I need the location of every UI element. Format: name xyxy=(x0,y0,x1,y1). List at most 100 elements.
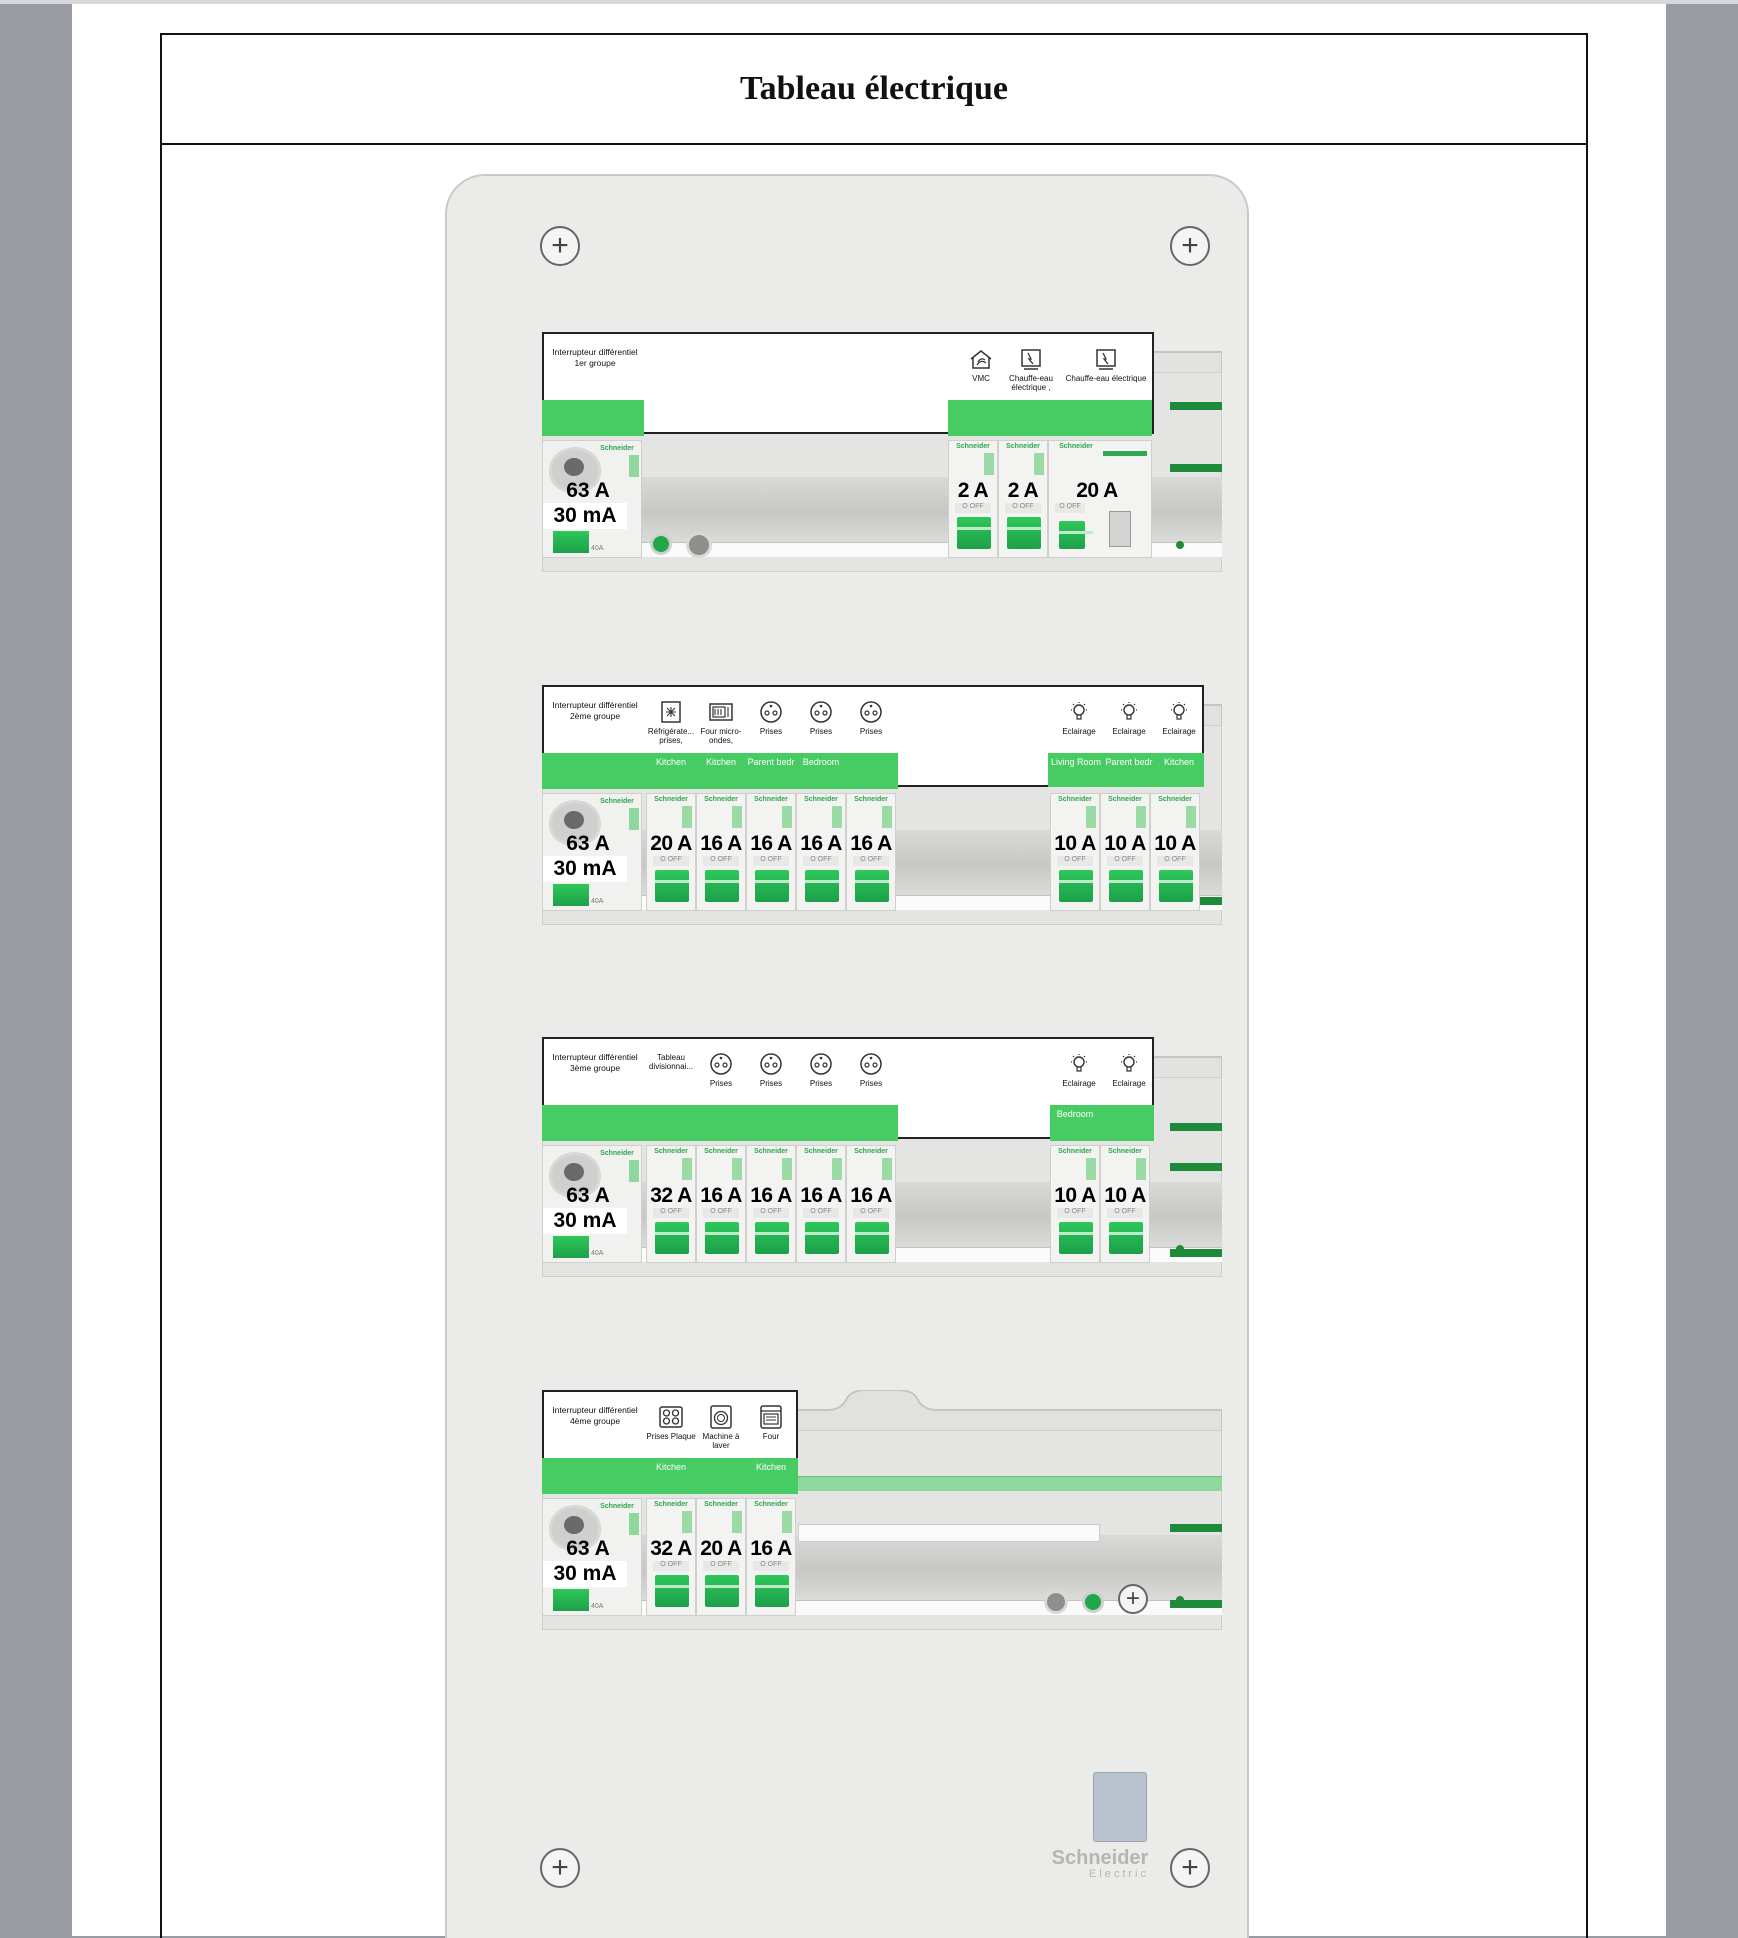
group-title: Interrupteur différentiel 4ème groupe xyxy=(552,1405,638,1426)
circuit-label: Eclairage xyxy=(1104,700,1154,736)
circuit-breaker[interactable]: Schneider 20 A O OFF xyxy=(1048,440,1152,558)
bulb-icon xyxy=(1171,702,1187,720)
rcd-sensitivity: 30 mA xyxy=(543,503,627,529)
breaker-toggle[interactable] xyxy=(1159,870,1193,902)
residual-current-device[interactable]: Schneider 63 A 30 mA 40A xyxy=(542,440,642,558)
room-label: Parent bedr xyxy=(747,757,795,767)
breaker-toggle[interactable] xyxy=(1059,1222,1093,1254)
breaker-toggle[interactable] xyxy=(855,1222,889,1254)
breaker-toggle[interactable] xyxy=(655,870,689,902)
circuit-name: Prises xyxy=(859,1079,883,1088)
breaker-rating: 10 A xyxy=(1054,832,1096,855)
breaker-row-1: Interrupteur différentiel 1er groupe VMC… xyxy=(542,332,1222,572)
cover-latch[interactable] xyxy=(1093,1772,1147,1842)
screw-icon: + xyxy=(540,1848,580,1888)
bulb-icon xyxy=(1071,702,1087,720)
breaker-toggle[interactable] xyxy=(1059,521,1093,549)
residual-current-device[interactable]: Schneider 63 A 30 mA 40A xyxy=(542,1498,642,1616)
rcd-toggle[interactable] xyxy=(553,884,589,906)
breaker-rating: 2 A xyxy=(957,479,989,502)
breaker-toggle[interactable] xyxy=(755,870,789,902)
breaker-rating: 10 A xyxy=(1104,832,1146,855)
screw-icon: + xyxy=(540,226,580,266)
circuit-breaker[interactable]: Schneider 2 A O OFF xyxy=(998,440,1048,558)
breaker-toggle[interactable] xyxy=(1007,517,1041,549)
rail-cover-strip xyxy=(798,1476,1222,1491)
screw-icon: + xyxy=(1170,226,1210,266)
breaker-toggle[interactable] xyxy=(705,870,739,902)
residual-current-device[interactable]: Schneider 63 A 30 mA 40A xyxy=(542,1145,642,1263)
bulb-icon xyxy=(1071,1054,1087,1072)
breaker-toggle[interactable] xyxy=(805,1222,839,1254)
circuit-name: Prises xyxy=(809,1079,833,1088)
label-green-bar xyxy=(542,753,898,789)
room-label: Kitchen xyxy=(655,757,687,767)
breaker-toggle[interactable] xyxy=(655,1222,689,1254)
circuit-name: Eclairage xyxy=(1062,1079,1096,1088)
breaker-toggle[interactable] xyxy=(1059,870,1093,902)
breaker-rating: 16 A xyxy=(800,832,842,855)
circuit-name: Prises xyxy=(759,727,783,736)
breaker-toggle[interactable] xyxy=(805,870,839,902)
breaker-toggle[interactable] xyxy=(655,1575,689,1607)
water-heater-icon xyxy=(1021,349,1041,370)
circuit-name: Machine à laver xyxy=(702,1432,740,1451)
circuit-name: Prises xyxy=(859,727,883,736)
breaker-toggle[interactable] xyxy=(855,870,889,902)
breaker-toggle[interactable] xyxy=(755,1575,789,1607)
residual-current-device[interactable]: Schneider 63 A 30 mA 40A xyxy=(542,793,642,911)
breaker-toggle[interactable] xyxy=(1109,870,1143,902)
rcd-toggle[interactable] xyxy=(553,531,589,553)
rcd-sensitivity: 30 mA xyxy=(543,1561,627,1587)
microwave-icon xyxy=(709,703,733,721)
content-frame: Tableau électrique xyxy=(160,33,1588,1938)
test-button[interactable] xyxy=(686,532,712,558)
circuit-name: Eclairage xyxy=(1062,727,1096,736)
breaker-toggle[interactable] xyxy=(957,517,991,549)
fridge-icon xyxy=(661,701,681,723)
breaker-rating: 10 A xyxy=(1154,832,1196,855)
breaker-toggle[interactable] xyxy=(1109,1222,1143,1254)
room-label: Living Room xyxy=(1050,757,1102,767)
test-button[interactable] xyxy=(1044,1590,1068,1614)
circuit-label: Prises xyxy=(846,1052,896,1088)
breaker-rating: 16 A xyxy=(700,1184,742,1207)
rcd-toggle[interactable] xyxy=(553,1589,589,1611)
circuit-label: Eclairage xyxy=(1054,1052,1104,1088)
room-label: Kitchen xyxy=(655,1462,687,1472)
circuit-name: Réfrigérate... prises, xyxy=(647,727,695,746)
circuit-breaker[interactable]: Schneider 2 A O OFF xyxy=(948,440,998,558)
breaker-rating: 16 A xyxy=(700,832,742,855)
water-heater-icon xyxy=(1096,349,1116,370)
oven-icon xyxy=(760,1405,782,1429)
breaker-toggle[interactable] xyxy=(755,1222,789,1254)
circuit-name: Four xyxy=(762,1432,780,1441)
socket-icon xyxy=(810,701,832,723)
bulb-icon xyxy=(1121,702,1137,720)
breaker-toggle[interactable] xyxy=(705,1222,739,1254)
breaker-toggle[interactable] xyxy=(705,1575,739,1607)
page-title: Tableau électrique xyxy=(162,35,1586,145)
rcd-toggle[interactable] xyxy=(553,1236,589,1258)
circuit-label: Prises Plaque xyxy=(646,1405,696,1441)
breaker-rating: 20 A xyxy=(700,1537,742,1560)
